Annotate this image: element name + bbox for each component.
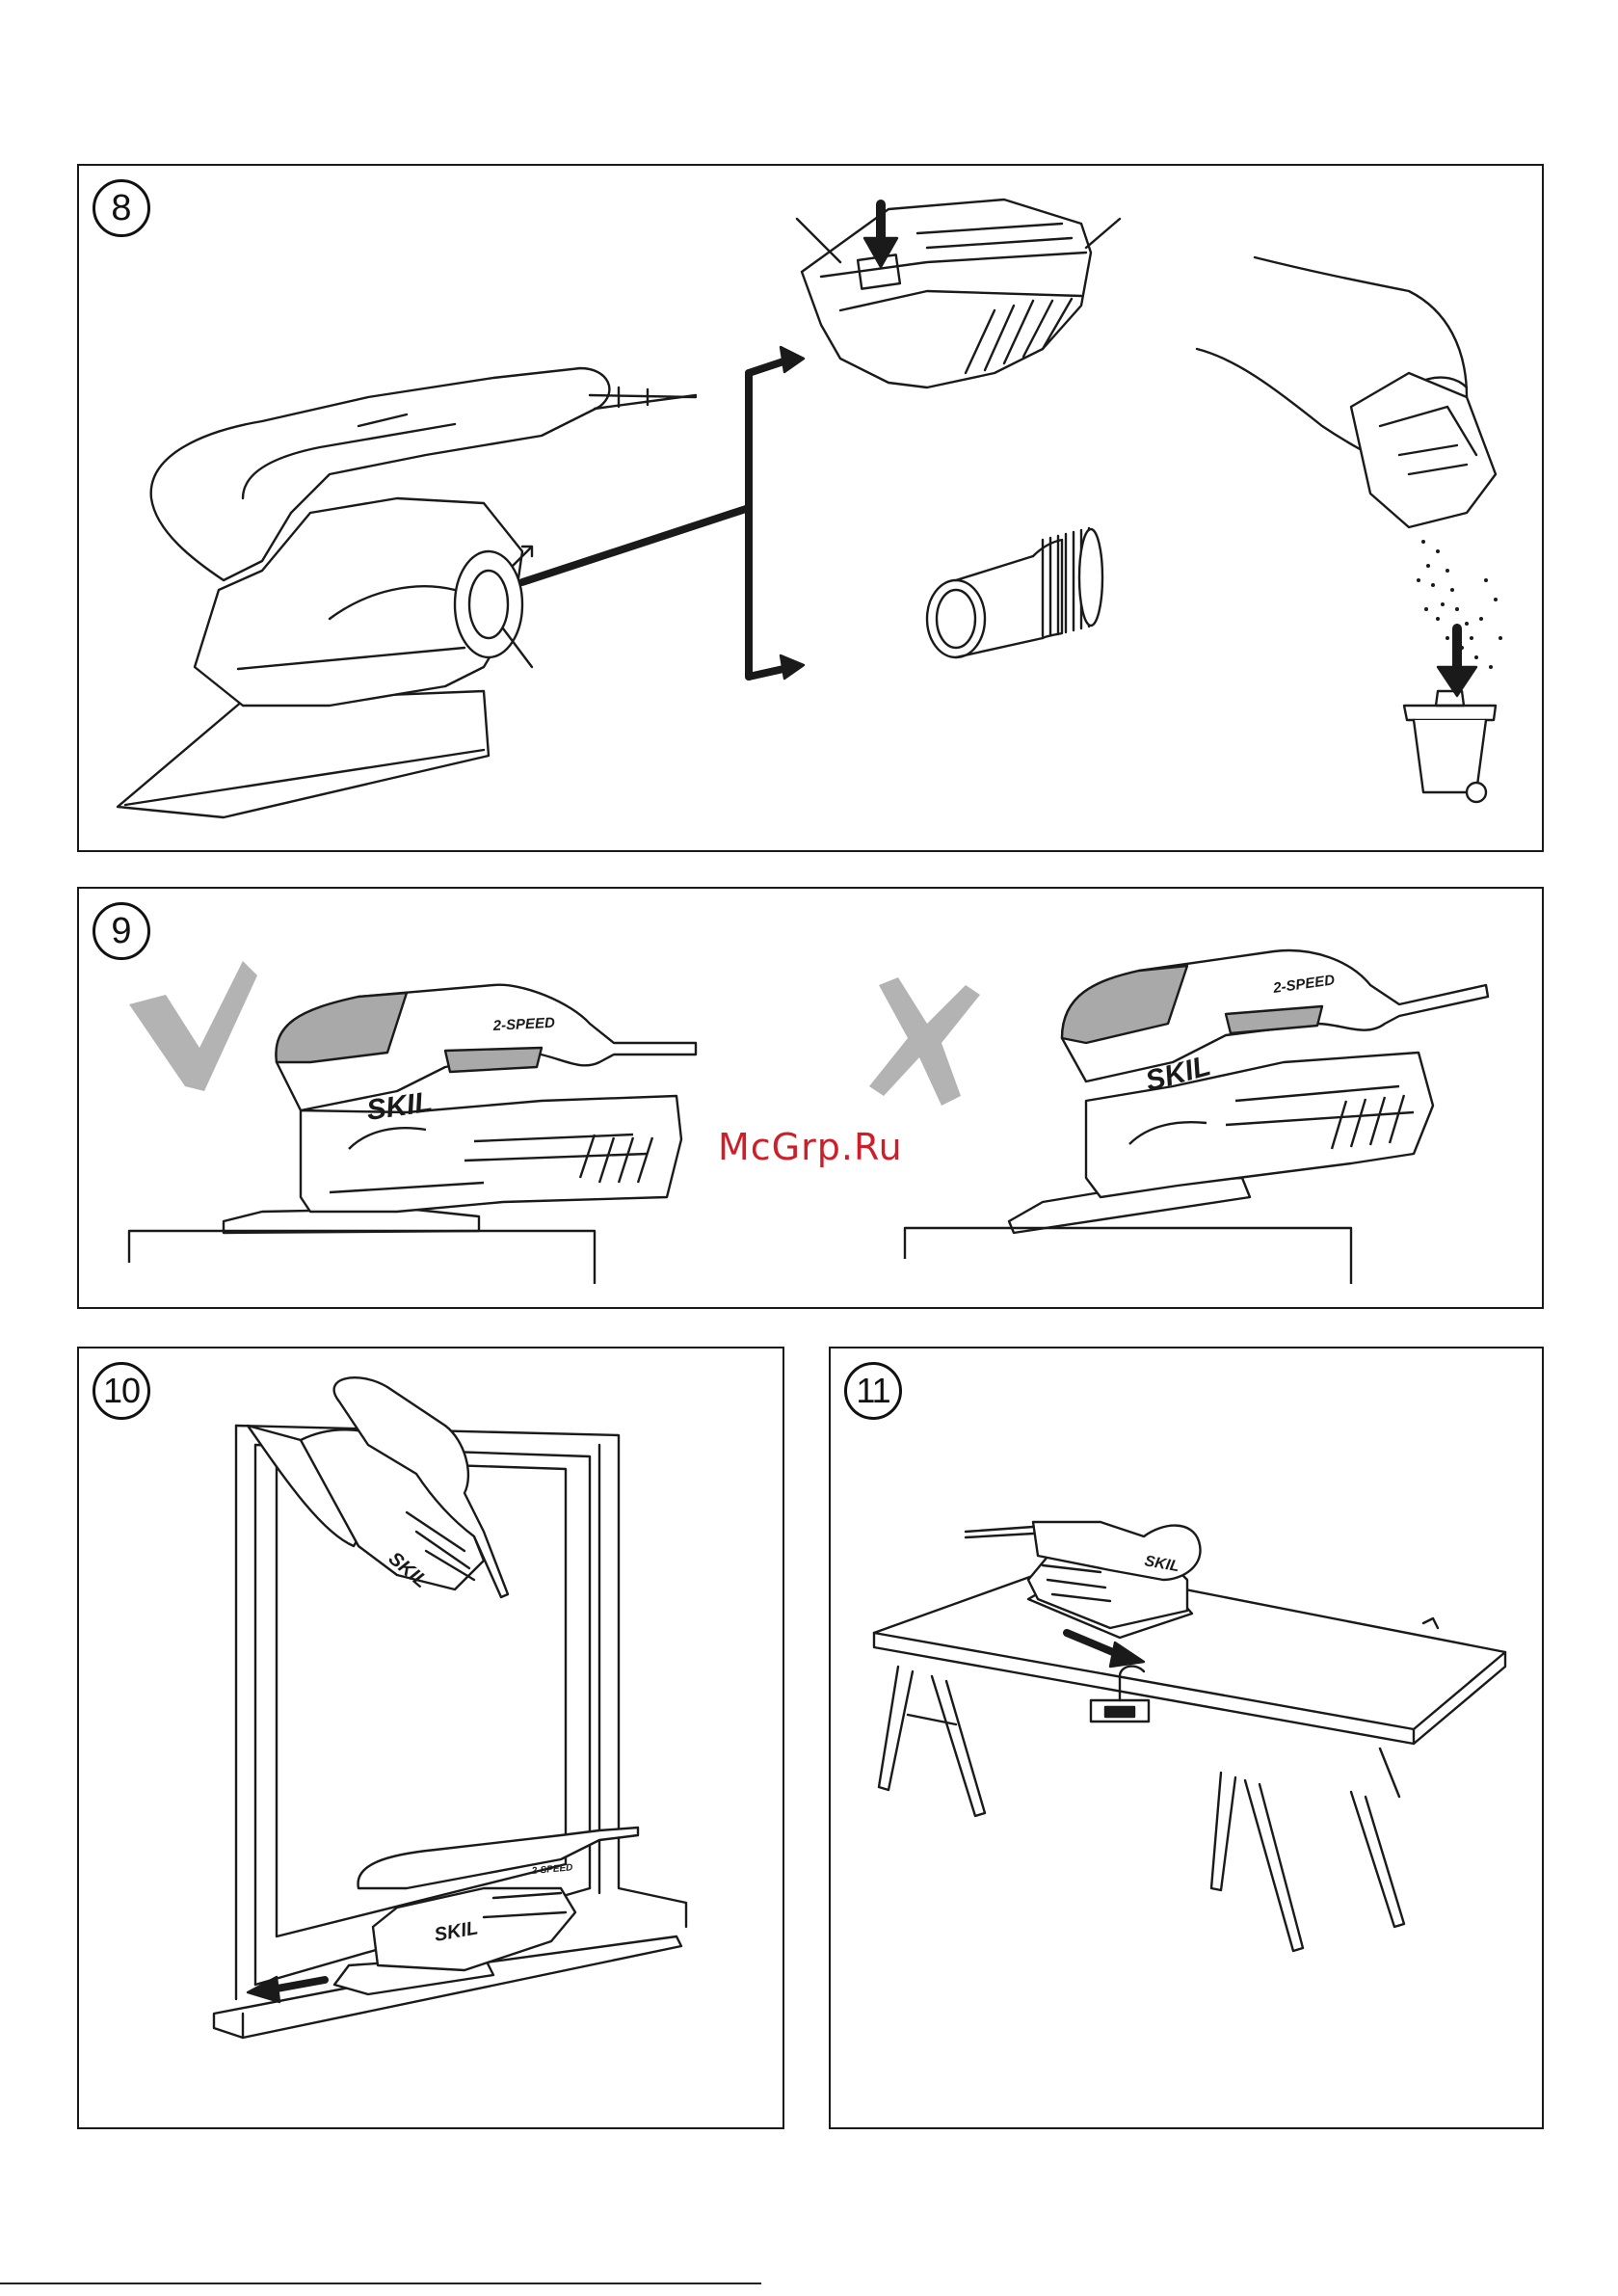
footer-rule	[0, 2283, 761, 2284]
figure-10-panel: 10 SKIL	[77, 1347, 784, 2129]
figure-10-illustration: SKIL SKIL 2-SPEED	[79, 1348, 784, 2129]
figure-9-panel: 9	[77, 887, 1544, 1309]
figure-8-illustration	[79, 166, 1544, 852]
figure-11-illustration: SKIL	[831, 1348, 1544, 2129]
speed-label-left: 2-SPEED	[491, 1015, 555, 1034]
check-icon	[129, 961, 257, 1091]
watermark: McGrp.Ru	[718, 1126, 903, 1168]
figure-11-panel: 11	[829, 1347, 1544, 2129]
figure-8-panel: 8	[77, 164, 1544, 852]
figure-9-illustration: SKIL 2-SPEED SKIL 2-SPEED	[79, 889, 1544, 1309]
cross-icon	[869, 977, 980, 1106]
